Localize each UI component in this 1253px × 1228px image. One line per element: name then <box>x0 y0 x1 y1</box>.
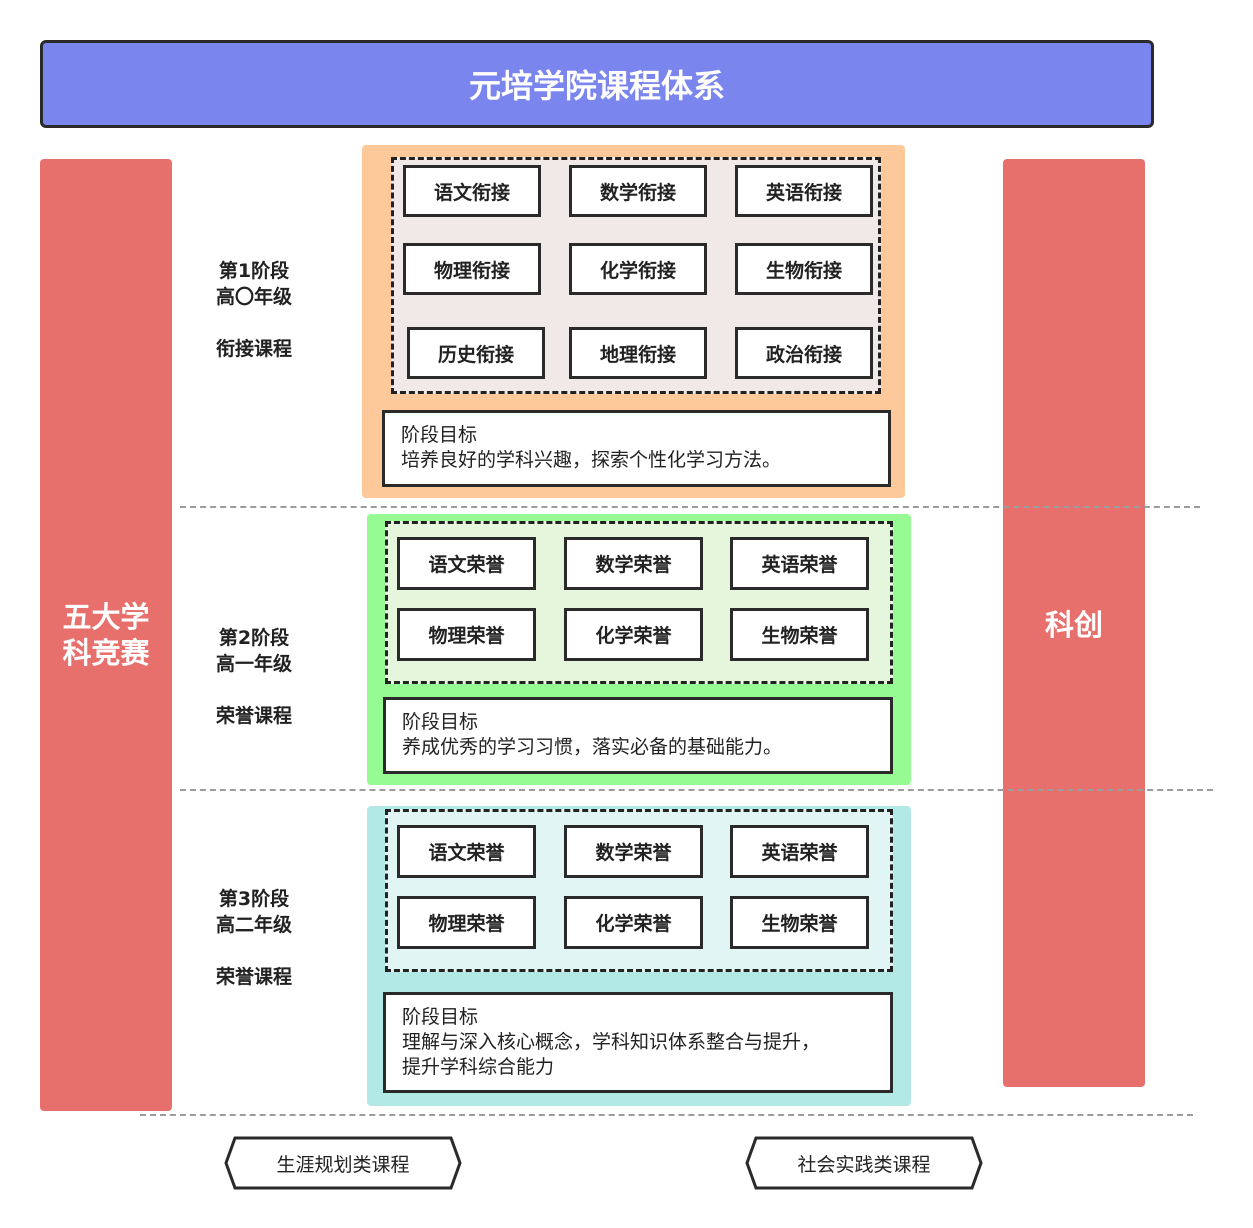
subject-box: 生物衔接 <box>735 243 873 295</box>
subject-box: 英语荣誉 <box>730 537 869 590</box>
subject-box: 数学荣誉 <box>564 825 703 878</box>
goal-title: 阶段目标 <box>401 424 478 446</box>
stage-divider <box>180 789 1213 791</box>
hexagon-shape <box>224 1136 462 1190</box>
stage-2-goal: 阶段目标 养成优秀的学习习惯，落实必备的基础能力。 <box>383 697 893 774</box>
career-planning-tag: 生涯规划类课程 <box>224 1136 462 1190</box>
subject-box: 化学荣誉 <box>564 608 703 661</box>
subject-box: 历史衔接 <box>407 327 545 379</box>
goal-text: 提升学科综合能力 <box>402 1056 555 1078</box>
subject-box: 生物荣誉 <box>730 896 869 949</box>
stage-grade: 高一年级 <box>215 653 292 675</box>
hexagon-shape <box>745 1136 983 1190</box>
tag-label: 社会实践类课程 <box>797 1153 931 1176</box>
right-bar-label: 科创 <box>1044 608 1103 642</box>
stage-course: 荣誉课程 <box>215 705 292 727</box>
stage-1-goal: 阶段目标 培养良好的学科兴趣，探索个性化学习方法。 <box>382 410 891 487</box>
stage-1-label: 第1阶段 高〇年级 衔接课程 <box>188 258 320 362</box>
stage-name: 第1阶段 <box>218 260 290 282</box>
subject-box: 语文衔接 <box>403 165 541 217</box>
stage-name: 第2阶段 <box>218 627 290 649</box>
left-bar-competitions: 五大学科竞赛 <box>40 159 172 1111</box>
subject-box: 语文荣誉 <box>397 537 536 590</box>
diagram-title: 元培学院课程体系 <box>40 40 1154 128</box>
goal-text: 养成优秀的学习习惯，落实必备的基础能力。 <box>402 736 783 758</box>
social-practice-tag: 社会实践类课程 <box>745 1136 983 1190</box>
goal-text: 培养良好的学科兴趣，探索个性化学习方法。 <box>401 449 782 471</box>
subject-box: 政治衔接 <box>735 327 873 379</box>
subject-box: 物理荣誉 <box>397 896 536 949</box>
subject-box: 语文荣誉 <box>397 825 536 878</box>
stage-3-goal: 阶段目标 理解与深入核心概念，学科知识体系整合与提升， 提升学科综合能力 <box>383 992 893 1093</box>
subject-box: 地理衔接 <box>569 327 707 379</box>
subject-box: 物理衔接 <box>403 243 541 295</box>
subject-box: 化学荣誉 <box>564 896 703 949</box>
tag-label: 生涯规划类课程 <box>276 1153 410 1176</box>
stage-2-label: 第2阶段 高一年级 荣誉课程 <box>188 625 320 729</box>
left-bar-label: 五大学科竞赛 <box>62 600 150 670</box>
subject-box: 生物荣誉 <box>730 608 869 661</box>
stage-divider <box>180 506 1200 508</box>
subject-box: 数学荣誉 <box>564 537 703 590</box>
stage-course: 衔接课程 <box>215 338 292 360</box>
subject-box: 英语荣誉 <box>730 825 869 878</box>
stage-divider <box>140 1114 1193 1116</box>
subject-box: 英语衔接 <box>735 165 873 217</box>
right-bar-innovation: 科创 <box>1003 159 1145 1087</box>
stage-course: 荣誉课程 <box>215 966 292 988</box>
goal-text: 理解与深入核心概念，学科知识体系整合与提升， <box>402 1031 821 1053</box>
subject-box: 化学衔接 <box>569 243 707 295</box>
stage-name: 第3阶段 <box>218 888 290 910</box>
subject-box: 数学衔接 <box>569 165 707 217</box>
stage-grade: 高〇年级 <box>215 286 292 308</box>
stage-3-label: 第3阶段 高二年级 荣誉课程 <box>188 886 320 990</box>
goal-title: 阶段目标 <box>402 1006 479 1028</box>
stage-grade: 高二年级 <box>215 914 292 936</box>
goal-title: 阶段目标 <box>402 711 479 733</box>
subject-box: 物理荣誉 <box>397 608 536 661</box>
